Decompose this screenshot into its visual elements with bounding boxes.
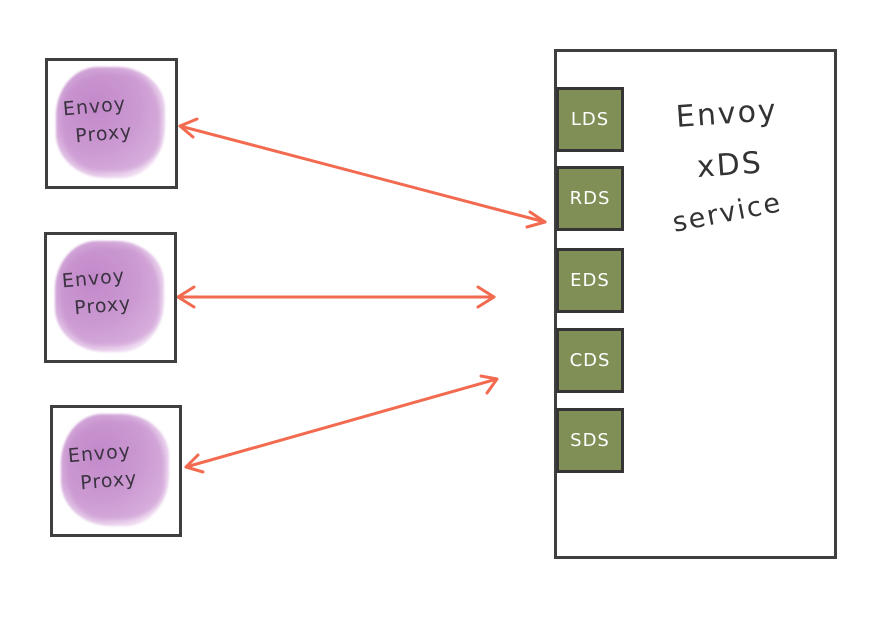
api-box-rds: RDS [556, 166, 624, 231]
api-label-sds: SDS [570, 430, 610, 451]
api-label-lds: LDS [570, 109, 610, 130]
api-box-cds: CDS [556, 328, 624, 393]
envoy-proxy-box-1: Envoy Proxy [45, 58, 178, 189]
api-label-cds: CDS [569, 350, 611, 371]
arrow-proxy1-to-service [178, 117, 547, 229]
envoy-proxy-box-3: Envoy Proxy [50, 405, 182, 537]
envoy-proxy-box-2: Envoy Proxy [44, 232, 177, 363]
api-box-sds: SDS [556, 408, 624, 473]
service-title-line1: Envoy [674, 92, 779, 135]
proxy-label-2: Envoy Proxy [57, 258, 168, 323]
proxy-label-3: Envoy Proxy [63, 433, 173, 498]
proxy-blob-shade-1 [62, 73, 161, 172]
proxy-label-1: Envoy Proxy [58, 86, 169, 151]
proxy-blob-shade-2 [61, 247, 160, 346]
proxy-blob-shade-3 [67, 420, 165, 520]
arrow-proxy3-to-service [184, 374, 499, 474]
api-box-lds: LDS [556, 87, 624, 152]
api-label-rds: RDS [569, 188, 611, 209]
api-box-eds: EDS [556, 248, 624, 313]
api-label-eds: EDS [570, 270, 610, 291]
service-title-line2: xDS [695, 145, 764, 185]
arrow-proxy2-to-service [176, 285, 496, 309]
